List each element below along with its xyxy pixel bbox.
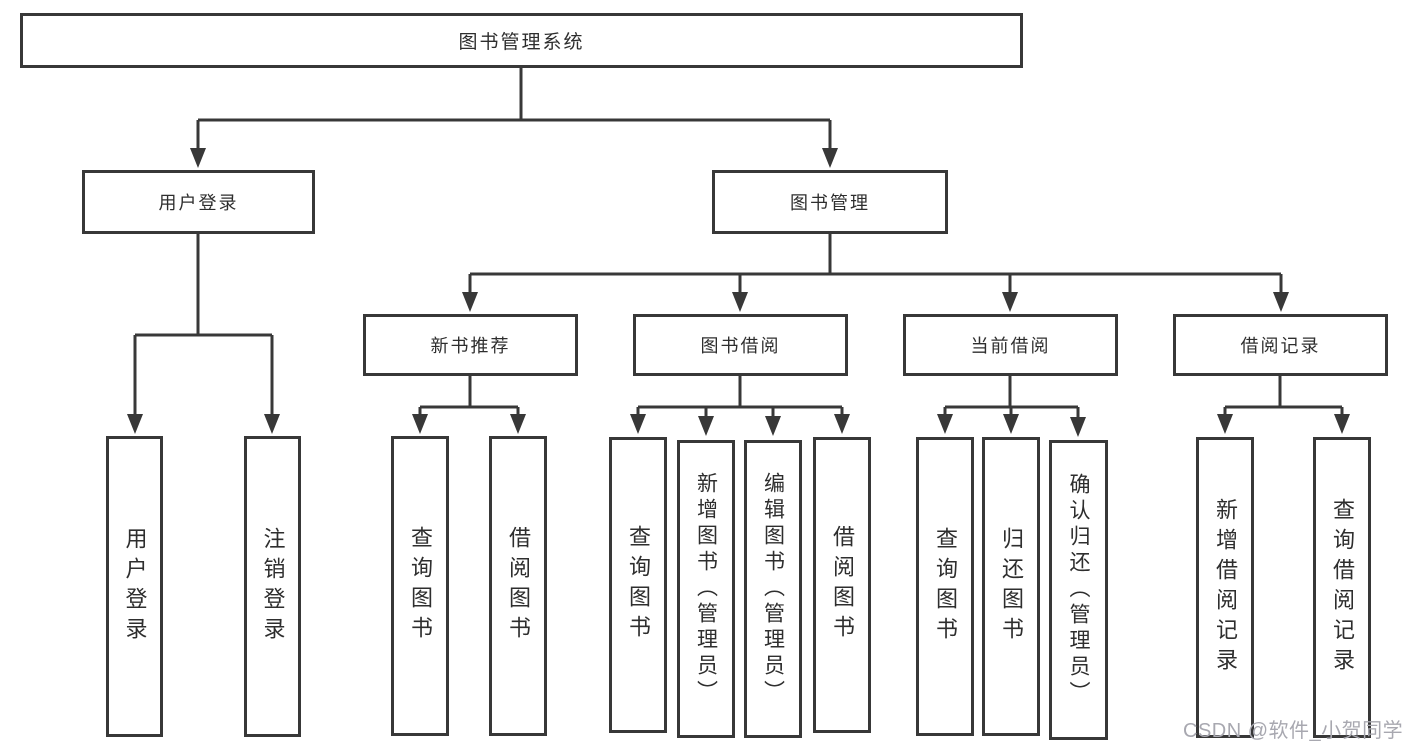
node-current-borrow-label: 当前借阅 bbox=[970, 336, 1051, 356]
node-logout: 注销登录 bbox=[244, 436, 301, 737]
node-borrow-records-label: 借阅记录 bbox=[1240, 336, 1321, 356]
node-bb-borrow-book-label: 借阅图书 bbox=[830, 525, 855, 645]
node-bb-query-book: 查询图书 bbox=[609, 437, 667, 733]
node-bb-add-book-label: 新增图书（管理员） bbox=[694, 472, 718, 706]
node-cb-confirm-return-label: 确认归还（管理员） bbox=[1067, 473, 1090, 707]
node-rec-query-book-label: 查询图书 bbox=[408, 526, 433, 646]
node-book-mgmt-label: 图书管理 bbox=[790, 193, 870, 213]
node-rec-borrow-book: 借阅图书 bbox=[489, 436, 547, 736]
node-login: 用户登录 bbox=[106, 436, 163, 737]
node-borrow-records: 借阅记录 bbox=[1173, 314, 1388, 376]
node-book-borrow-label: 图书借阅 bbox=[700, 336, 781, 356]
node-login-label: 用户登录 bbox=[122, 526, 148, 647]
node-cb-query-book: 查询图书 bbox=[916, 437, 974, 736]
node-bb-edit-book: 编辑图书（管理员） bbox=[744, 440, 802, 738]
node-rec-borrow-book-label: 借阅图书 bbox=[506, 526, 531, 646]
node-br-add-record: 新增借阅记录 bbox=[1196, 437, 1254, 738]
node-book-mgmt: 图书管理 bbox=[712, 170, 948, 234]
csdn-watermark: CSDN @软件_小贺同学 bbox=[1183, 720, 1404, 742]
node-root: 图书管理系统 bbox=[20, 13, 1023, 68]
node-bb-query-book-label: 查询图书 bbox=[626, 525, 651, 645]
node-br-query-record-label: 查询借阅记录 bbox=[1330, 497, 1355, 678]
node-bb-edit-book-label: 编辑图书（管理员） bbox=[761, 472, 785, 706]
node-book-borrow: 图书借阅 bbox=[633, 314, 848, 376]
node-logout-label: 注销登录 bbox=[260, 526, 286, 647]
edge-root-children bbox=[196, 67, 832, 152]
node-bb-borrow-book: 借阅图书 bbox=[813, 437, 871, 733]
node-user-login-branch: 用户登录 bbox=[82, 170, 315, 234]
edge-borrowrecords-children bbox=[1223, 376, 1344, 420]
node-rec-query-book: 查询图书 bbox=[391, 436, 449, 736]
node-current-borrow: 当前借阅 bbox=[903, 314, 1118, 376]
node-br-query-record: 查询借阅记录 bbox=[1313, 437, 1371, 738]
node-cb-return-book: 归还图书 bbox=[982, 437, 1040, 736]
edge-bookborrow-children bbox=[636, 376, 844, 422]
node-new-book-rec: 新书推荐 bbox=[363, 314, 578, 376]
node-bb-add-book: 新增图书（管理员） bbox=[677, 440, 735, 738]
node-cb-return-book-label: 归还图书 bbox=[999, 526, 1024, 647]
node-br-add-record-label: 新增借阅记录 bbox=[1213, 497, 1238, 678]
edge-newbookrec-children bbox=[418, 376, 520, 420]
edge-bookmgmt-children bbox=[468, 234, 1283, 296]
arrowheads bbox=[127, 148, 1350, 437]
node-cb-confirm-return: 确认归还（管理员） bbox=[1049, 440, 1108, 740]
edge-userlogin-children bbox=[133, 233, 274, 418]
node-cb-query-book-label: 查询图书 bbox=[933, 526, 958, 647]
node-new-book-rec-label: 新书推荐 bbox=[430, 336, 511, 356]
edge-currentborrow-children bbox=[943, 376, 1080, 423]
node-user-login-branch-label: 用户登录 bbox=[158, 193, 239, 213]
node-root-label: 图书管理系统 bbox=[458, 32, 585, 53]
